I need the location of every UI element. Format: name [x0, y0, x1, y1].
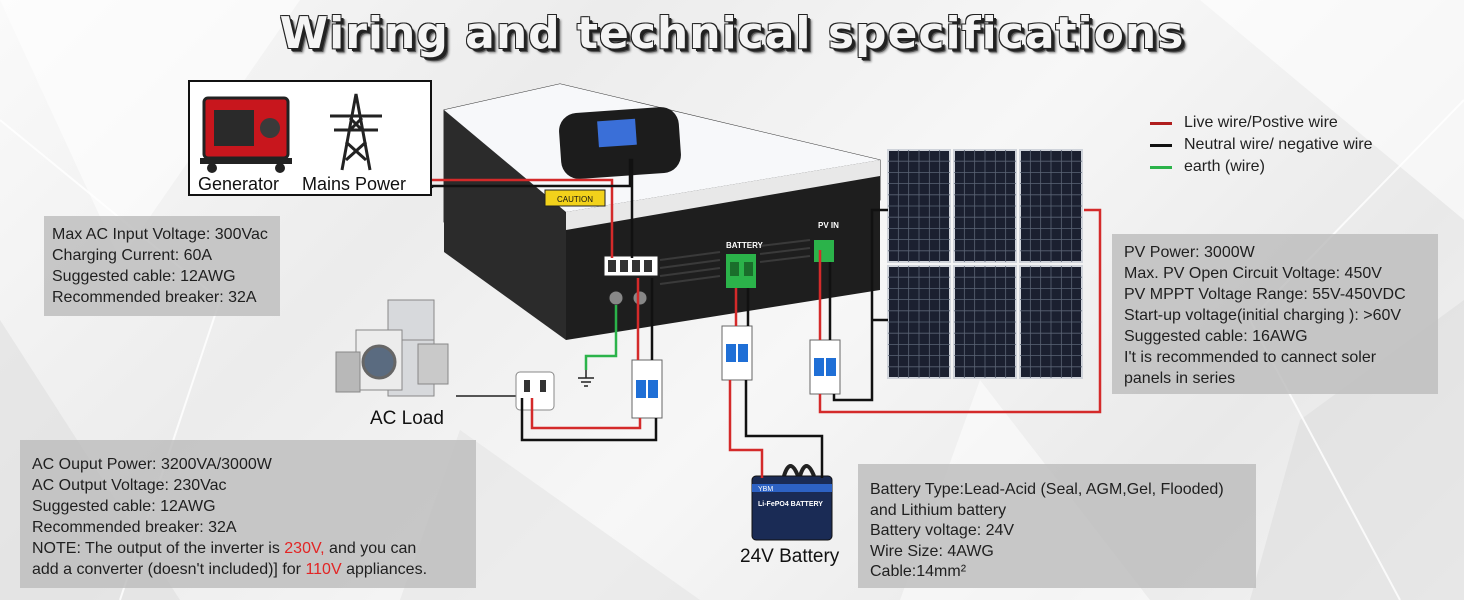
page-title: Wiring and technical specifications: [279, 8, 1185, 59]
generator-label: Generator: [198, 174, 280, 194]
mains-power-label: Mains Power: [302, 174, 407, 194]
inverter-unit: CAUTION BATTERY PV IN: [443, 83, 881, 340]
battery-breaker: [721, 325, 753, 381]
ac-output-breaker: [631, 359, 663, 419]
pv-spec-box: PV Power: 3000W Max. PV Open Circuit Vol…: [1112, 234, 1438, 394]
ac-output-spec: AC Output Voltage: 230Vac: [32, 477, 227, 494]
battery-brand: YBM: [758, 486, 773, 493]
earth-ground-icon: [578, 370, 594, 387]
ac-input-spec-box: Max AC Input Voltage: 300Vac Charging Cu…: [44, 216, 280, 316]
battery-port-label: BATTERY: [726, 241, 764, 250]
pv-spec: PV Power: 3000W: [1124, 244, 1255, 261]
ac-output-spec-box: AC Ouput Power: 3200VA/3000W AC Output V…: [20, 440, 476, 588]
ac-input-spec: Max AC Input Voltage: 300Vac: [52, 226, 268, 243]
legend-item-live: Live wire/Postive wire: [1150, 112, 1373, 134]
battery-spec: Wire Size: 4AWG: [870, 542, 994, 560]
ac-input-spec: Charging Current: 60A: [52, 247, 213, 264]
generator-icon: [200, 96, 292, 173]
ac-output-note-line2: add a converter (doesn't included)] for …: [32, 561, 428, 578]
battery-spec: Battery voltage: 24V: [870, 522, 1015, 539]
pv-port-label: PV IN: [818, 221, 839, 230]
solar-panel-array: [887, 149, 1083, 379]
ac-input-spec: Suggested cable: 12AWG: [52, 268, 236, 285]
power-pylon-icon: [330, 93, 382, 171]
battery-spec-box: Battery Type:Lead-Acid (Seal, AGM,Gel, F…: [858, 464, 1256, 588]
wires: [430, 158, 1102, 478]
ac-input-spec: Recommended breaker: 32A: [52, 289, 257, 306]
battery-spec: Cable:14mm²: [870, 563, 967, 580]
battery-label: 24V Battery: [740, 546, 840, 567]
pv-spec: Max. PV Open Circuit Voltage: 450V: [1124, 265, 1382, 282]
pv-spec: PV MPPT Voltage Range: 55V-450VDC: [1124, 286, 1406, 303]
caution-label: CAUTION: [557, 195, 593, 204]
ac-load-label: AC Load: [370, 408, 444, 429]
ac-source-graphics: [200, 93, 382, 173]
ac-output-spec: AC Ouput Power: 3200VA/3000W: [32, 456, 272, 473]
ac-load-appliances: [335, 299, 516, 397]
battery-24v: YBM Li-FePO4 BATTERY: [751, 464, 833, 541]
pv-spec: Start-up voltage(initial charging ): >60…: [1124, 307, 1402, 324]
ac-output-spec: Suggested cable: 12AWG: [32, 498, 216, 515]
wire-legend: Live wire/Postive wire Neutral wire/ neg…: [1150, 112, 1373, 178]
voltage-110v-highlight: 110V: [305, 561, 342, 578]
battery-model: Li-FePO4 BATTERY: [758, 501, 823, 508]
pv-spec: panels in series: [1124, 370, 1236, 387]
ac-output-note-line1: NOTE: The output of the inverter is 230V…: [32, 540, 417, 557]
ac-output-spec: Recommended breaker: 32A: [32, 519, 237, 536]
legend-item-neutral: Neutral wire/ negative wire: [1150, 134, 1373, 156]
battery-spec: Battery Type:Lead-Acid (Seal, AGM,Gel, F…: [870, 481, 1224, 498]
pv-spec: I't is recommended to cannect soler: [1124, 349, 1377, 366]
pv-spec: Suggested cable: 16AWG: [1124, 328, 1308, 345]
voltage-230v-highlight: 230V,: [284, 540, 325, 557]
legend-item-earth: earth (wire): [1150, 156, 1373, 178]
pv-breaker: [809, 339, 841, 395]
battery-spec: and Lithium battery: [870, 501, 1007, 519]
